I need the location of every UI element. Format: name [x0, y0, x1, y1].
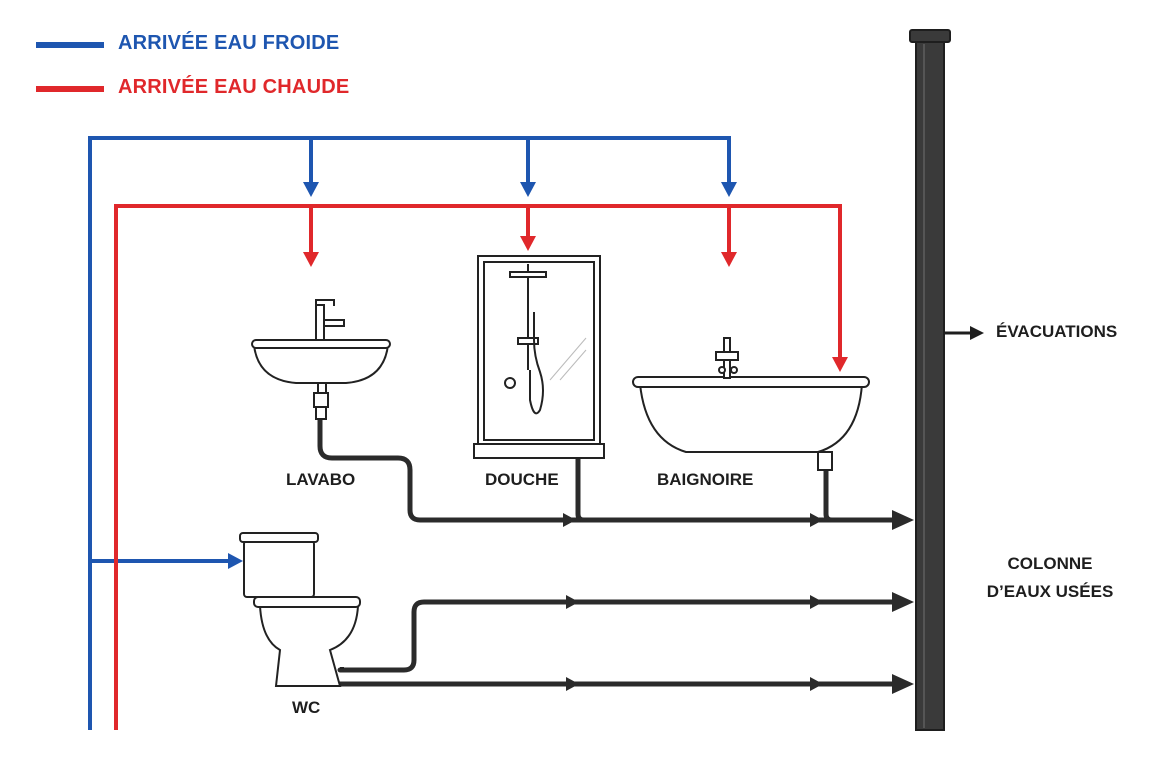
- lavabo-label: LAVABO: [286, 470, 356, 489]
- hot-water-arrowheads: [303, 236, 848, 372]
- washbasin-icon: [251, 299, 391, 420]
- legend-hot-label: ARRIVÉE EAU CHAUDE: [118, 76, 350, 98]
- cold-water-arrowheads: [228, 182, 737, 569]
- wc-label: WC: [292, 698, 321, 717]
- stack-label-line1: COLONNE: [1007, 554, 1093, 573]
- evacuation-arrow-icon: [944, 326, 984, 340]
- shower-cabin-icon: [473, 255, 605, 459]
- hot-water-network: [114, 204, 842, 730]
- legend-cold-label: ARRIVÉE EAU FROIDE: [118, 32, 340, 54]
- evacuations-label: ÉVACUATIONS: [996, 322, 1118, 341]
- toilet-icon: [239, 532, 361, 687]
- cold-water-network: [88, 136, 731, 730]
- drain-network: [317, 415, 903, 687]
- baignoire-label: BAIGNOIRE: [657, 470, 754, 489]
- bathtub-icon: [632, 337, 870, 471]
- stack-label: COLONNE D’EAUX USÉES: [962, 550, 1138, 606]
- douche-label: DOUCHE: [485, 470, 559, 489]
- drain-stack: [909, 29, 951, 731]
- drain-arrowheads: [563, 510, 914, 694]
- stack-label-line2: D’EAUX USÉES: [986, 582, 1114, 601]
